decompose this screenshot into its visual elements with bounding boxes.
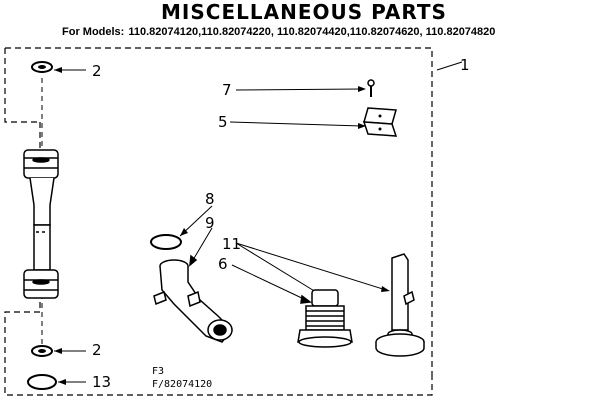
callout-2-bottom: 2: [92, 341, 102, 359]
leader-11-b: [235, 242, 317, 293]
clip-5-drawing: [229, 107, 398, 137]
code-line-1: F3: [152, 366, 165, 377]
washer-top-drawing: [31, 61, 86, 73]
hose-9-drawing: [153, 227, 234, 343]
shaft-drawing: [23, 149, 59, 299]
callout-5: 5: [218, 113, 228, 131]
clamp-8-drawing: [150, 205, 213, 250]
models-list: 110.82074120,110.82074220, 110.82074420,…: [128, 26, 496, 38]
standpipe-11-drawing: [375, 253, 425, 357]
callout-7: 7: [222, 81, 232, 99]
callout-9: 9: [205, 214, 215, 232]
callout-1: 1: [460, 56, 470, 74]
leader-1: [436, 61, 463, 71]
ring-13-drawing: [27, 374, 86, 390]
page-title: MISCELLANEOUS PARTS: [161, 0, 447, 24]
callout-2-top: 2: [92, 62, 102, 80]
code-line-2: F/82074120: [152, 379, 213, 390]
models-line: For Models:110.82074120,110.82074220, 11…: [62, 26, 495, 38]
assembly-outline: [4, 47, 433, 396]
models-prefix: For Models:: [62, 26, 125, 38]
callout-8: 8: [205, 190, 215, 208]
valve-6-drawing: [231, 264, 353, 348]
callout-6: 6: [218, 255, 228, 273]
callout-13: 13: [92, 373, 112, 391]
screw-7-drawing: [235, 79, 375, 97]
callout-11: 11: [222, 235, 242, 253]
leader-11-a: [235, 242, 387, 291]
washer-bottom-drawing: [31, 345, 86, 357]
